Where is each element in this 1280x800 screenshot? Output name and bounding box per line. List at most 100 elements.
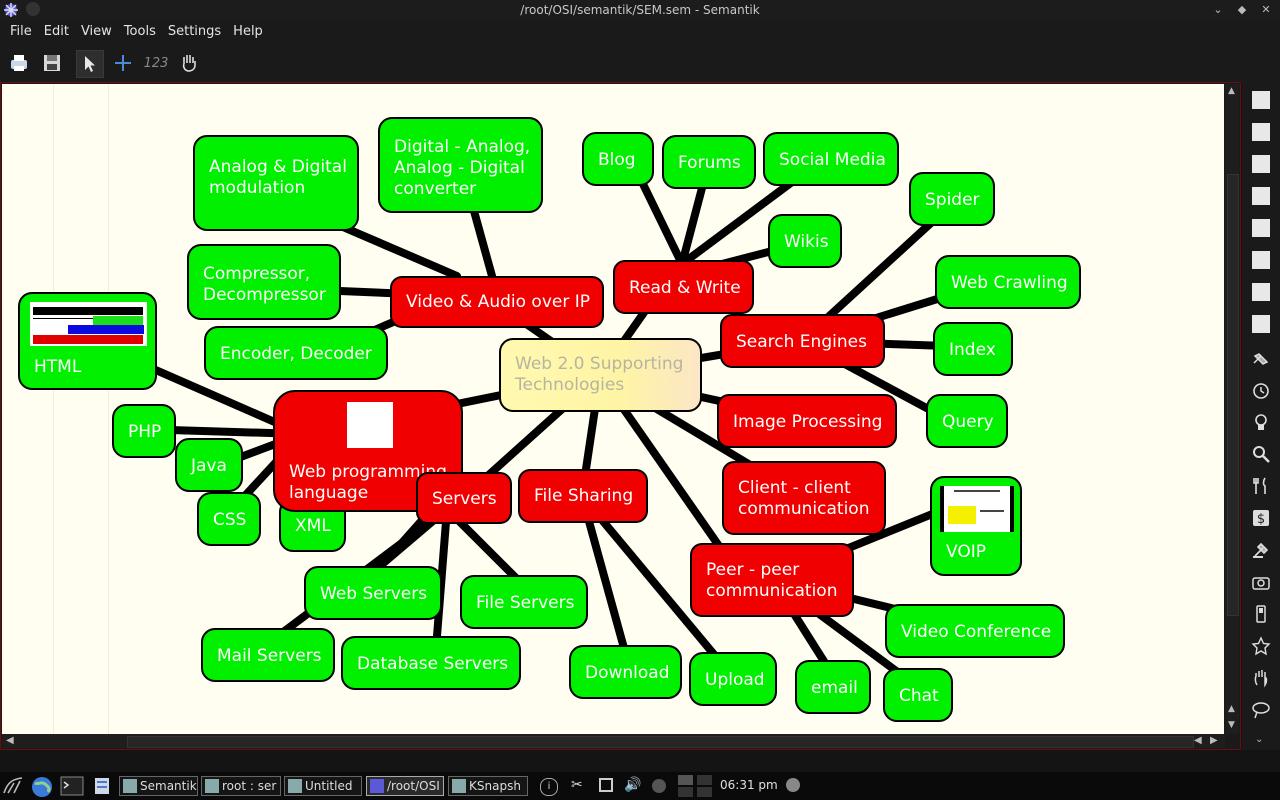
node-upload[interactable]: Upload <box>689 652 777 706</box>
taskbar-item-root-osi[interactable]: /root/OSI <box>366 776 444 796</box>
menu-edit[interactable]: Edit <box>43 24 69 39</box>
kde-menu-icon[interactable] <box>2 775 26 797</box>
node-download[interactable]: Download <box>569 645 682 699</box>
node-forums[interactable]: Forums <box>662 135 756 189</box>
star-icon[interactable] <box>1251 636 1271 656</box>
node-web-crawling[interactable]: Web Crawling <box>935 255 1081 309</box>
lightbulb-icon[interactable] <box>1251 412 1271 432</box>
fork-knife-icon[interactable] <box>1251 476 1271 496</box>
scroll-left-icon[interactable]: ◀ <box>1194 735 1202 746</box>
scroll-up-icon[interactable]: ▲ <box>1228 86 1235 96</box>
vertical-scroll-thumb[interactable] <box>1227 174 1239 616</box>
node-query[interactable]: Query <box>926 394 1008 448</box>
node-index[interactable]: Index <box>933 322 1013 376</box>
vertical-scrollbar[interactable]: ▲ ▲ ▼ <box>1225 84 1239 734</box>
pager-desktop-1[interactable] <box>678 775 693 785</box>
node-file-servers[interactable]: File Servers <box>460 575 588 629</box>
minimize-icon[interactable]: ⌄ <box>1213 3 1223 16</box>
maximize-icon[interactable]: ◆ <box>1237 3 1247 16</box>
terminal-icon[interactable] <box>60 776 84 796</box>
expand-tray-icon[interactable] <box>652 779 666 793</box>
color-swatch[interactable] <box>1252 251 1270 269</box>
pointer-icon[interactable] <box>76 50 104 78</box>
camera-icon[interactable] <box>1251 572 1271 592</box>
taskbar-item-untitled[interactable]: Untitled <box>284 776 362 796</box>
node-database-servers[interactable]: Database Servers <box>341 636 521 690</box>
node-wikis[interactable]: Wikis <box>768 214 842 268</box>
color-swatch[interactable] <box>1252 155 1270 173</box>
node-web-servers[interactable]: Web Servers <box>304 566 442 620</box>
menu-view[interactable]: View <box>80 24 112 39</box>
taskbar-item-ksnapshot[interactable]: KSnapsh <box>448 776 528 796</box>
node-php[interactable]: PHP <box>112 404 176 458</box>
node-social-media[interactable]: Social Media <box>763 132 899 186</box>
menu-help[interactable]: Help <box>233 24 263 39</box>
clock[interactable]: 06:31 pm <box>720 778 778 792</box>
horizontal-scrollbar[interactable]: ◀ ◀ ▶ <box>2 734 1225 748</box>
pager-desktop-4[interactable] <box>697 787 712 797</box>
phone-icon[interactable] <box>1251 604 1271 624</box>
magnifier-icon[interactable] <box>1251 444 1271 464</box>
node-web-programming-language[interactable]: Web programming language <box>273 390 463 512</box>
volume-icon[interactable]: 🔊 <box>624 777 642 793</box>
node-root-web20[interactable]: Web 2.0 Supporting Technologies <box>499 338 702 412</box>
taskbar-item-semantik[interactable]: Semantik <box>119 776 198 796</box>
file-manager-icon[interactable] <box>92 776 112 796</box>
close-icon[interactable]: ✕ <box>1261 3 1271 16</box>
info-icon[interactable]: i <box>540 778 558 796</box>
node-dac-adc-converter[interactable]: Digital - Analog, Analog - Digital conve… <box>378 117 543 213</box>
hand-stop-icon[interactable] <box>1251 668 1271 688</box>
node-email[interactable]: email <box>795 660 871 714</box>
node-servers[interactable]: Servers <box>416 472 512 524</box>
node-image-processing[interactable]: Image Processing <box>717 394 897 448</box>
cashew-icon[interactable] <box>786 778 800 792</box>
node-voip[interactable]: VOIP <box>930 476 1022 576</box>
menu-file[interactable]: File <box>10 24 32 39</box>
node-blog[interactable]: Blog <box>582 132 654 186</box>
node-read-write[interactable]: Read & Write <box>613 260 754 314</box>
color-swatch[interactable] <box>1252 123 1270 141</box>
pager-desktop-2[interactable] <box>697 775 712 785</box>
panel-expand-icon[interactable]: ⌄ <box>1255 734 1264 745</box>
node-chat[interactable]: Chat <box>883 668 953 722</box>
printer-icon[interactable] <box>6 50 32 76</box>
node-css[interactable]: CSS <box>197 492 261 546</box>
node-peer-peer[interactable]: Peer - peer communication <box>690 543 854 617</box>
menu-tools[interactable]: Tools <box>123 24 156 39</box>
gavel-icon[interactable] <box>1251 540 1271 560</box>
horizontal-scroll-thumb[interactable] <box>127 736 1194 748</box>
node-compressor[interactable]: Compressor, Decompressor <box>187 244 341 320</box>
taskbar-item-terminal[interactable]: root : ser <box>201 776 281 796</box>
sort-123-icon[interactable]: 123 <box>143 50 169 76</box>
node-search-engines[interactable]: Search Engines <box>720 314 885 368</box>
node-java[interactable]: Java <box>175 438 243 492</box>
node-file-sharing[interactable]: File Sharing <box>518 469 648 523</box>
node-video-audio-ip[interactable]: Video & Audio over IP <box>390 276 604 328</box>
crosshair-icon[interactable] <box>110 50 136 76</box>
color-swatch[interactable] <box>1252 91 1270 109</box>
scroll-down-icon[interactable]: ▼ <box>1228 720 1235 730</box>
window-menu-icon[interactable] <box>26 2 40 16</box>
node-client-client[interactable]: Client - client communication <box>722 461 886 535</box>
clock-icon[interactable] <box>1251 380 1271 400</box>
semantik-app-icon[interactable] <box>3 2 19 18</box>
color-swatch[interactable] <box>1252 283 1270 301</box>
node-spider[interactable]: Spider <box>909 172 995 226</box>
node-encoder-decoder[interactable]: Encoder, Decoder <box>204 326 388 380</box>
menu-settings[interactable]: Settings <box>167 24 222 39</box>
scroll-left-icon[interactable]: ◀ <box>6 735 14 746</box>
mindmap-canvas[interactable]: Analog & Digital modulation Digital - An… <box>2 84 1224 734</box>
pager-desktop-3[interactable] <box>678 787 693 797</box>
hand-icon[interactable] <box>176 50 202 76</box>
scroll-right-icon[interactable]: ▶ <box>1210 735 1218 746</box>
globe-icon[interactable] <box>30 775 54 799</box>
scissors-icon[interactable]: ✂ <box>571 777 583 793</box>
color-swatch[interactable] <box>1252 187 1270 205</box>
node-analog-digital-modulation[interactable]: Analog & Digital modulation <box>193 135 359 231</box>
dollar-icon[interactable]: $ <box>1251 508 1271 528</box>
color-swatch[interactable] <box>1252 315 1270 333</box>
node-mail-servers[interactable]: Mail Servers <box>201 628 335 682</box>
node-html[interactable]: HTML <box>18 292 157 390</box>
node-video-conference[interactable]: Video Conference <box>885 604 1065 658</box>
broom-icon[interactable] <box>1251 346 1271 366</box>
